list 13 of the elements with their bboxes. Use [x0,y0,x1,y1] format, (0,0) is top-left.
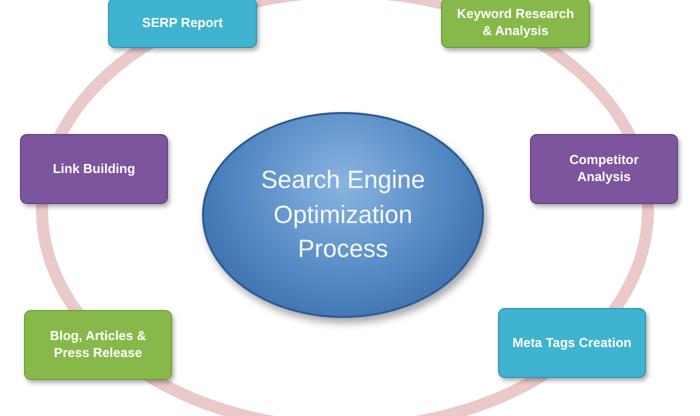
process-box [498,308,646,378]
node-label: Keyword Research & Analysis [456,6,576,40]
process-box [530,134,678,204]
process-box [24,310,172,380]
process-box [20,134,168,204]
node-label: SERP Report [142,14,223,32]
node-label: Meta Tags Creation [512,334,632,352]
node-label: Competitor Analysis [568,152,640,186]
process-box [441,0,590,48]
process-box [108,0,257,48]
node-label: Link Building [52,160,136,178]
node-label: Blog, Articles & Press Release [48,328,148,362]
node-label: Search Engine Optimization Process [260,165,426,266]
